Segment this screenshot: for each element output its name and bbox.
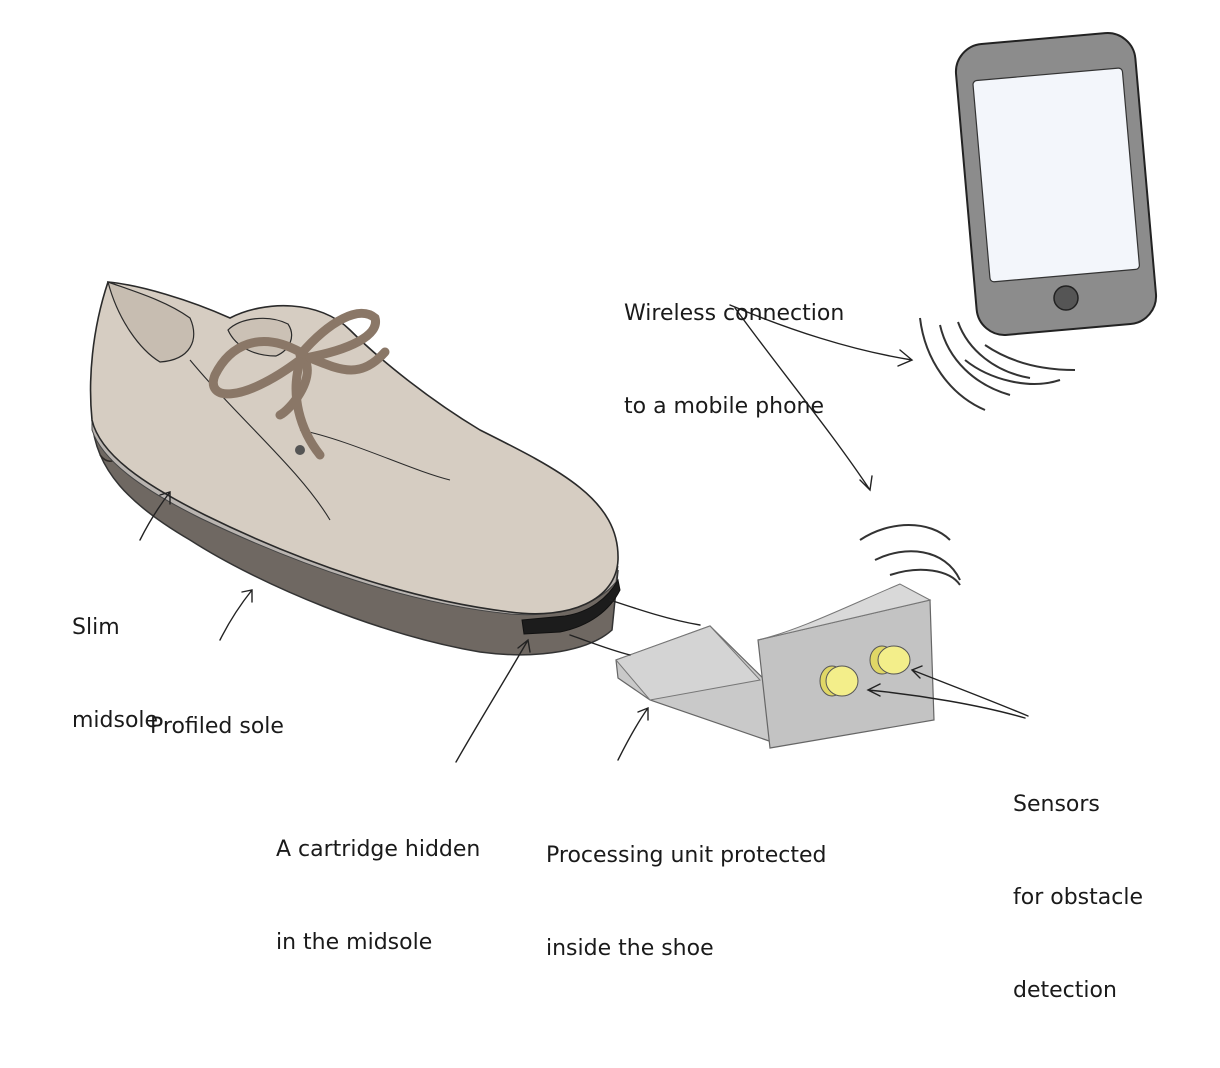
label-cartridge-line1: A cartridge hidden: [276, 834, 480, 865]
label-sensors-line2: for obstacle: [1013, 882, 1143, 913]
label-cartridge: A cartridge hidden in the midsole: [276, 772, 480, 1020]
label-sensors: Sensors for obstacle detection: [1013, 727, 1143, 1068]
phone-home-button: [1054, 286, 1078, 310]
mobile-phone: [920, 31, 1158, 410]
diagram-canvas: Wireless connection to a mobile phone Sl…: [0, 0, 1220, 864]
label-slim-line2: midsole: [72, 705, 158, 736]
label-slim-midsole: Slim midsole: [72, 550, 158, 798]
label-profiled-sole: Profiled sole: [150, 649, 284, 804]
lace-eyelet: [295, 445, 305, 455]
label-processing-unit: Processing unit protected inside the sho…: [546, 778, 826, 1026]
arrow-cartridge: [456, 640, 530, 762]
label-sensors-line3: detection: [1013, 975, 1143, 1006]
label-wireless: Wireless connection to a mobile phone: [624, 236, 844, 484]
unit-wireless-waves: [860, 525, 960, 585]
label-processing-line2: inside the shoe: [546, 933, 826, 964]
label-slim-line1: Slim: [72, 612, 158, 643]
arrow-profiled-sole: [220, 590, 252, 640]
arrow-processing-unit: [618, 708, 648, 760]
label-cartridge-line2: in the midsole: [276, 927, 480, 958]
label-wireless-line1: Wireless connection: [624, 298, 844, 329]
label-wireless-line2: to a mobile phone: [624, 391, 844, 422]
label-sensors-line1: Sensors: [1013, 789, 1143, 820]
shoe: [91, 282, 620, 655]
label-profiled-text: Profiled sole: [150, 711, 284, 742]
phone-screen: [973, 68, 1140, 282]
processing-unit: [616, 525, 960, 748]
label-processing-line1: Processing unit protected: [546, 840, 826, 871]
